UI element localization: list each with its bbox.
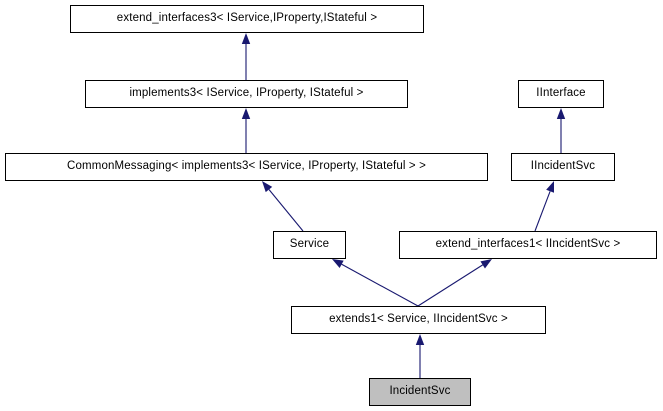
class-node-IIncidentSvc[interactable]: IIncidentSvc xyxy=(511,153,615,181)
edge-line xyxy=(534,191,551,232)
class-node-label: extends1< Service, IIncidentSvc > xyxy=(329,313,508,326)
class-node-extend_interfaces3[interactable]: extend_interfaces3< IService,IProperty,I… xyxy=(70,5,424,33)
edge-arrowhead-icon xyxy=(332,259,344,268)
class-node-label: CommonMessaging< implements3< IService, … xyxy=(66,160,427,173)
class-node-label: implements3< IService, IProperty, IState… xyxy=(129,87,364,100)
inheritance-edge xyxy=(241,33,251,80)
class-node-label: extend_interfaces3< IService,IProperty,I… xyxy=(116,12,378,25)
inheritance-edge xyxy=(417,259,492,307)
edge-arrowhead-icon xyxy=(241,108,251,119)
class-node-label: Service xyxy=(289,238,330,251)
class-node-IncidentSvc[interactable]: IncidentSvc xyxy=(369,378,471,406)
edge-line xyxy=(341,263,419,307)
edge-arrowhead-icon xyxy=(546,181,555,193)
edge-arrowhead-icon xyxy=(556,108,566,119)
inheritance-edge xyxy=(241,108,251,153)
class-node-extend_interfaces1[interactable]: extend_interfaces1< IIncidentSvc > xyxy=(399,231,657,259)
class-node-label: IIncidentSvc xyxy=(530,160,596,173)
class-node-label: IncidentSvc xyxy=(389,385,451,398)
class-node-CommonMessaging[interactable]: CommonMessaging< implements3< IService, … xyxy=(5,153,488,181)
class-node-IInterface[interactable]: IInterface xyxy=(518,80,604,108)
inheritance-edge xyxy=(332,259,419,307)
inheritance-edge xyxy=(534,181,555,232)
inheritance-edge xyxy=(556,108,566,153)
class-node-implements3[interactable]: implements3< IService, IProperty, IState… xyxy=(85,80,408,108)
inheritance-edge xyxy=(415,334,425,378)
edge-arrowhead-icon xyxy=(415,334,425,345)
class-node-extends1[interactable]: extends1< Service, IIncidentSvc > xyxy=(291,306,546,334)
class-node-label: IInterface xyxy=(536,87,586,100)
edge-arrowhead-icon xyxy=(241,33,251,44)
edge-line xyxy=(417,264,484,307)
class-node-Service[interactable]: Service xyxy=(273,231,346,259)
inheritance-edge xyxy=(262,181,304,232)
edge-arrowhead-icon xyxy=(262,181,273,193)
class-node-label: extend_interfaces1< IIncidentSvc > xyxy=(435,238,621,251)
edge-arrowhead-icon xyxy=(480,259,492,269)
edge-line xyxy=(268,189,304,232)
